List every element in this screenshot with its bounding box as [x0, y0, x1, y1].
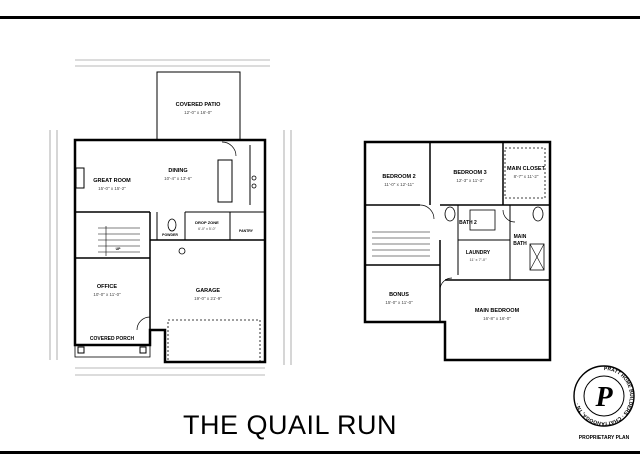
size-garage: 19'-0" x 21'-9" [194, 296, 222, 301]
builder-logo: PRATT HOME BUILDERS · CHATTANOOGA, TN · … [573, 365, 635, 441]
size-covered-patio: 12'-0" x 16'-0" [184, 110, 212, 115]
label-dining: DINING [168, 168, 187, 174]
second-floor-plan [363, 140, 552, 362]
logo-initial: P [594, 382, 613, 413]
size-drop-zone: 6'-0" x 5'-0" [198, 227, 216, 231]
label-office: OFFICE [97, 284, 117, 290]
size-dining: 10'-4" x 13'-6" [164, 176, 192, 181]
label-covered-porch: COVERED PORCH [90, 336, 135, 342]
label-covered-patio: COVERED PATIO [176, 102, 221, 108]
label-main-bedroom: MAIN BEDROOM [475, 308, 520, 314]
size-main-closet: 8'-7" x 11'-2" [514, 174, 539, 179]
label-great-room: GREAT ROOM [93, 178, 131, 184]
label-drop-zone: DROP ZONE [195, 220, 219, 225]
logo-tagline: PROPRIETARY PLAN [579, 435, 630, 441]
plan-title: THE QUAIL RUN [183, 410, 398, 440]
label-garage: GARAGE [196, 288, 220, 294]
size-great-room: 15'-0" x 15'-2" [98, 186, 126, 191]
label-main-bath-line1: MAIN [514, 234, 527, 240]
label-main-closet: MAIN CLOSET [507, 166, 546, 172]
first-floor-plan [49, 59, 292, 376]
label-powder: POWDER [162, 233, 178, 237]
label-main-bath-line2: BATH [513, 241, 527, 247]
label-laundry: LAUNDRY [466, 250, 491, 256]
size-office: 10'-0" x 11'-0" [93, 292, 121, 297]
size-laundry: 11' x 7'-0" [469, 257, 487, 262]
size-bedroom-3: 12'-3" x 11'-3" [456, 178, 484, 183]
size-bedroom-2: 11'-0" x 12'-11" [384, 182, 414, 187]
size-bonus: 15'-0" x 11'-0" [385, 300, 413, 305]
top-border-line [0, 16, 640, 19]
label-bedroom-3: BEDROOM 3 [453, 170, 486, 176]
label-pantry: PANTRY [239, 229, 254, 233]
bottom-border-line [0, 451, 640, 454]
label-up: UP [116, 247, 122, 251]
label-bedroom-2: BEDROOM 2 [382, 174, 415, 180]
size-main-bedroom: 16'-8" x 16'-0" [483, 316, 511, 321]
label-bonus: BONUS [389, 292, 409, 298]
label-bath-2: BATH 2 [459, 220, 477, 226]
